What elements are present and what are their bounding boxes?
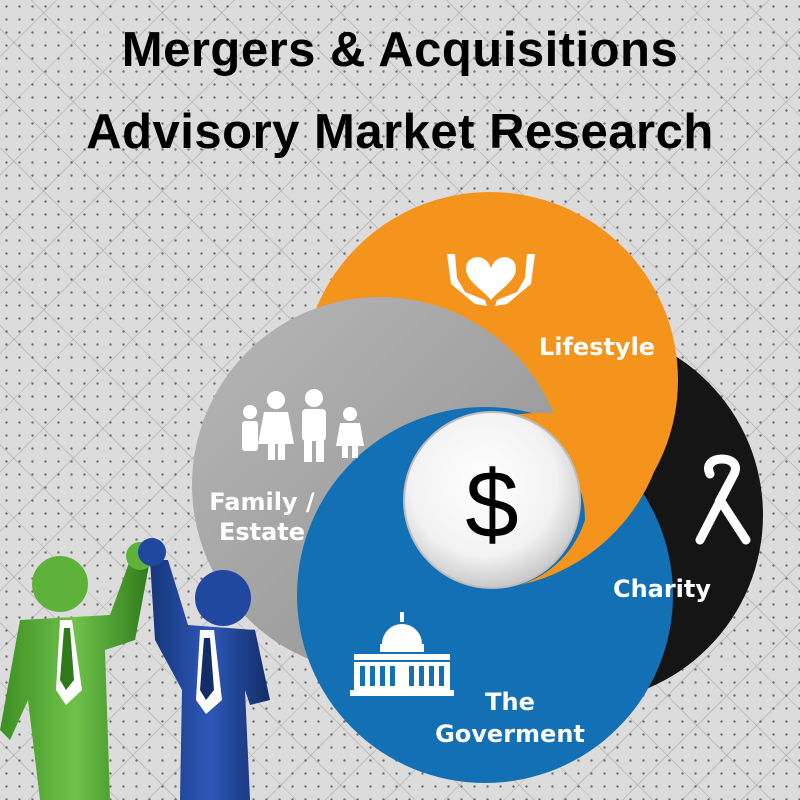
family-label-line-2: Estate (219, 518, 305, 546)
dollar-icon: $ (465, 451, 518, 558)
page-title-line-2: Advisory Market Research (86, 105, 714, 159)
charity-label: Charity (613, 575, 711, 603)
page-title-line-1: Mergers & Acquisitions (121, 23, 679, 77)
blue-businessman-figure (138, 538, 270, 800)
center-circle (403, 411, 581, 589)
lifestyle-label: Lifestyle (539, 333, 655, 361)
lifestyle-swirl (490, 412, 660, 585)
government-label-line-1: The (485, 688, 535, 716)
ribbon-icon (695, 454, 751, 545)
family-icon (242, 389, 364, 462)
capitol-building-icon (350, 612, 454, 696)
green-businessman-figure (0, 542, 154, 800)
family-label-line-1: Family / (209, 488, 315, 516)
heart-hands-icon (447, 254, 535, 306)
government-label-line-2: Goverment (435, 720, 585, 748)
